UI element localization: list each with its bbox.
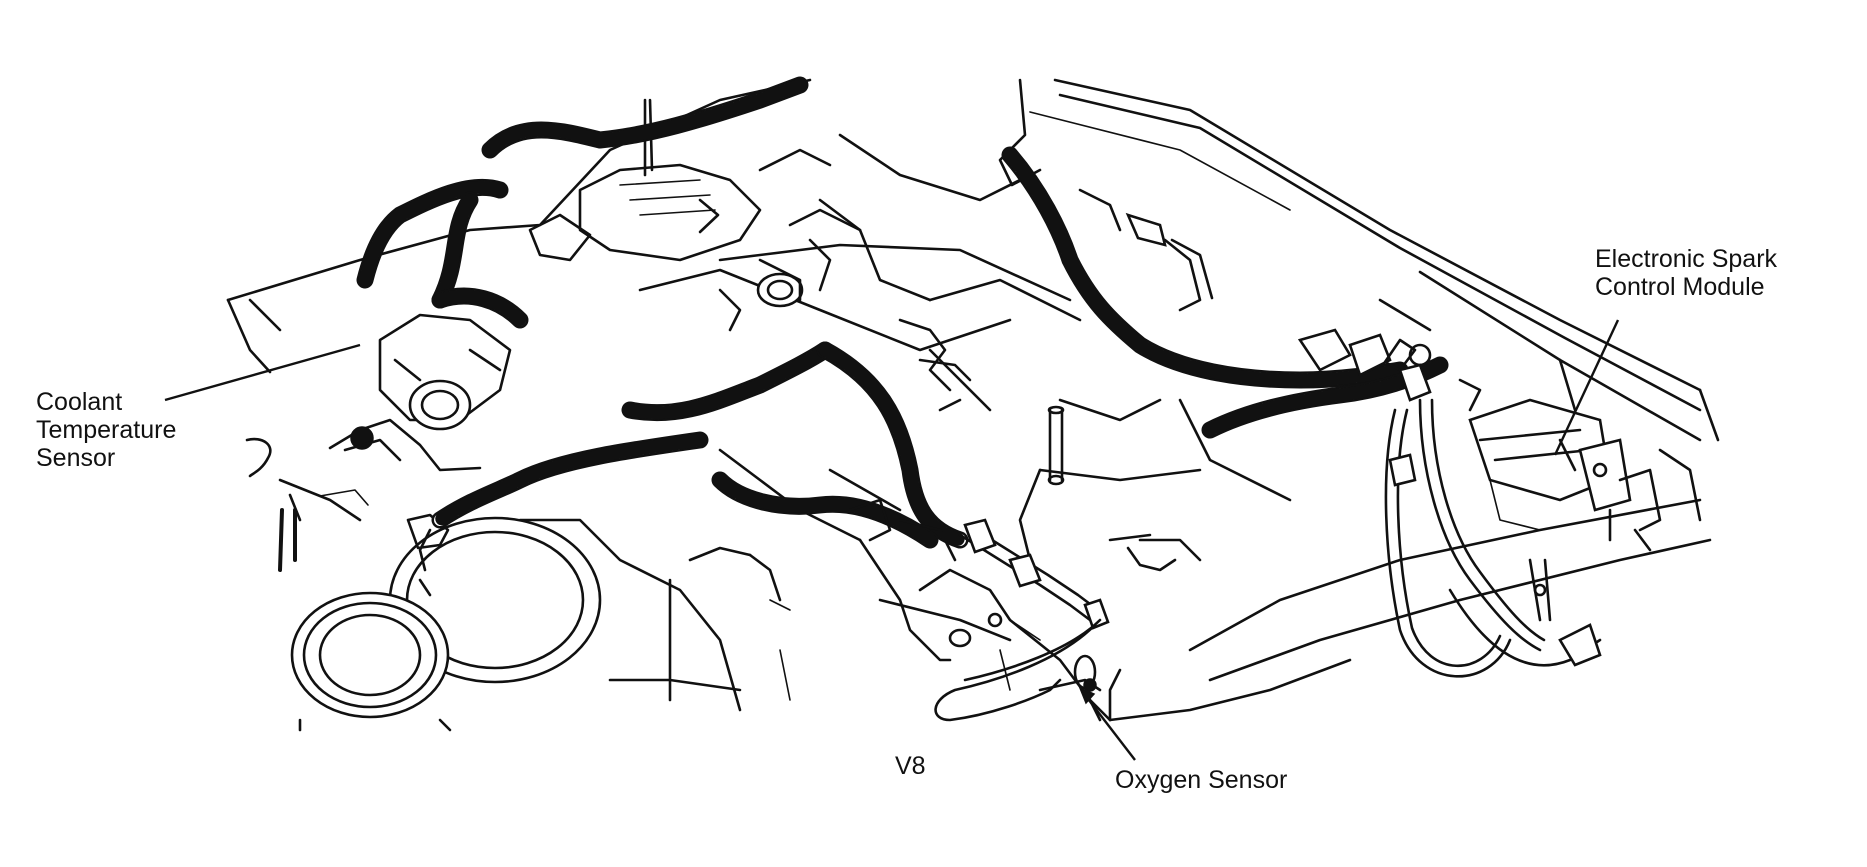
- squiggle-mark: [245, 437, 272, 478]
- coolant-sensor-leader: [164, 343, 361, 402]
- engine-type-caption: V8: [895, 752, 926, 780]
- oxygen-sensor-label: Oxygen Sensor: [1115, 766, 1288, 794]
- spark-control-module: [1468, 398, 1702, 552]
- thermostat-housing: [343, 313, 512, 462]
- right-connectors: [1078, 188, 1602, 678]
- leader-lines: [164, 319, 1620, 761]
- oxygen-sensor-assembly: [828, 468, 1110, 722]
- coolant-sensor-label: Coolant Temperature Sensor: [36, 388, 177, 472]
- intake-manifold: [528, 98, 1065, 486]
- wiring-harness: [356, 76, 1449, 549]
- spark-control-module-label: Electronic Spark Control Module: [1595, 245, 1778, 301]
- front-pulley: [278, 478, 602, 732]
- oxygen-sensor-leader: [1084, 694, 1136, 761]
- spark-module-leader: [1553, 319, 1620, 456]
- engine-block: [226, 78, 1712, 722]
